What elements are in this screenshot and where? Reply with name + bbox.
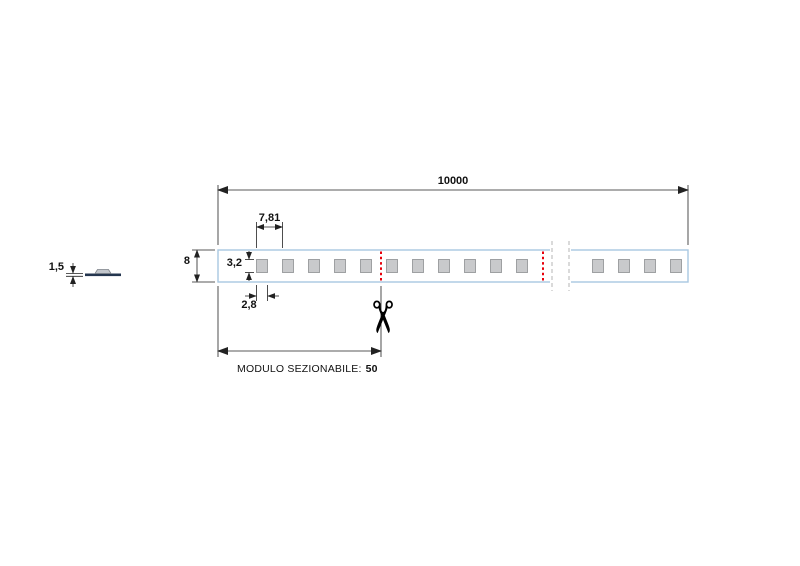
led-chip <box>464 259 476 273</box>
led-chip <box>386 259 398 273</box>
led-strip <box>217 241 689 291</box>
strip-break-gap <box>550 247 571 285</box>
dimension-tape-thickness <box>66 263 83 287</box>
strip-break-lines <box>551 241 570 291</box>
led-chip <box>282 259 294 273</box>
dimension-strip-width <box>192 249 215 283</box>
dimension-total-length <box>217 185 689 245</box>
led-chip <box>360 259 372 273</box>
total-length-label: 10000 <box>437 175 469 187</box>
led-height-label: 3,2 <box>226 257 242 269</box>
led-chip <box>308 259 320 273</box>
led-chips-left <box>256 259 528 273</box>
tape-profile-base <box>85 273 121 277</box>
module-note-label: MODULO SEZIONABILE: <box>237 363 362 375</box>
led-chips-right <box>592 259 682 273</box>
dimension-led-pitch <box>256 222 283 248</box>
led-chip <box>592 259 604 273</box>
led-chip <box>334 259 346 273</box>
tape-profile-view <box>85 269 121 277</box>
led-chip <box>644 259 656 273</box>
strip-width-label: 8 <box>183 255 190 267</box>
tape-thickness-label: 1,5 <box>48 261 64 273</box>
led-chip <box>490 259 502 273</box>
led-chip <box>438 259 450 273</box>
dimension-lines <box>192 185 689 357</box>
led-chip <box>618 259 630 273</box>
led-pitch-label: 7,81 <box>258 212 281 224</box>
dimension-led-width <box>245 285 279 301</box>
module-note: MODULO SEZIONABILE:50 <box>237 363 378 375</box>
scissors-icon: ✂ <box>357 298 406 336</box>
led-chip <box>256 259 268 273</box>
dimension-module <box>217 286 382 357</box>
tape-profile-led-bump <box>94 269 112 274</box>
led-chip <box>670 259 682 273</box>
module-note-value: 50 <box>365 363 378 375</box>
led-width-label: 2,8 <box>241 299 257 311</box>
led-chip <box>412 259 424 273</box>
led-chip <box>516 259 528 273</box>
strip-outline <box>217 249 689 283</box>
dimension-led-height <box>245 251 254 281</box>
